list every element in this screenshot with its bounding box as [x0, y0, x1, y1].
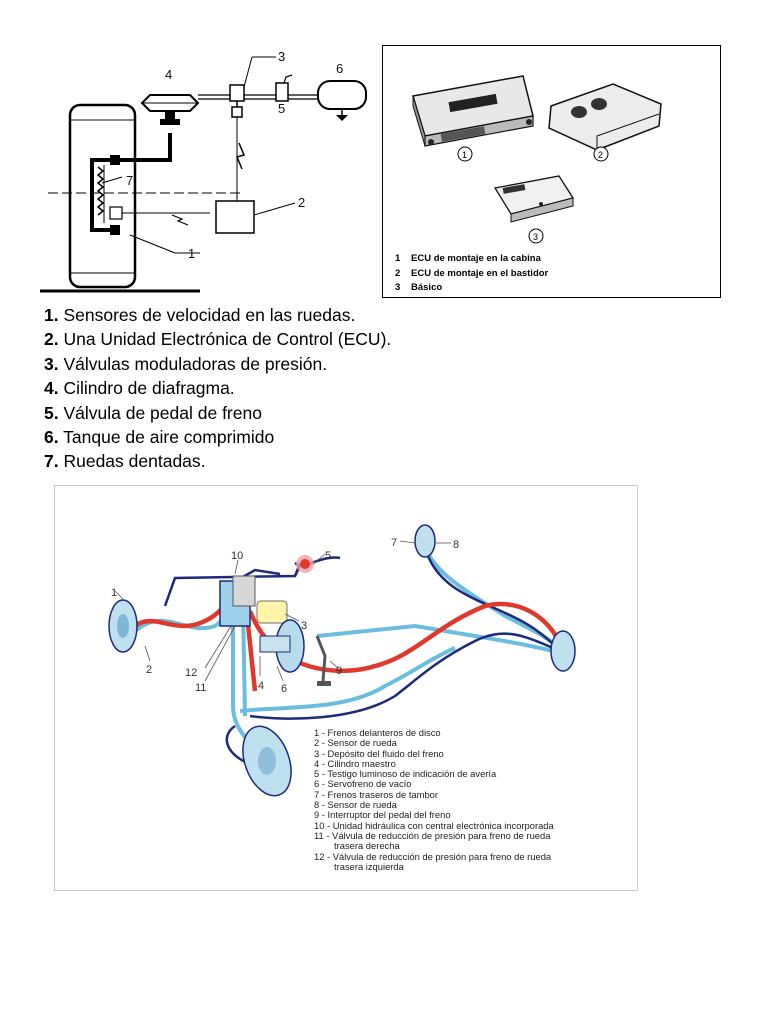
schem-label-7: 7: [126, 173, 133, 188]
abs-callout-6: 6: [281, 683, 287, 695]
abs-legend: 1 - Frenos delanteros de disco 2 - Senso…: [314, 727, 554, 872]
abs-legend-item: 11 - Válvula de reducción de presión par…: [314, 829, 551, 841]
ecu-cab-mount: [412, 75, 534, 147]
ecu-marker-1-circle: [457, 146, 473, 162]
abs-callout-7: 7: [391, 537, 397, 549]
schem-label-2: 2: [298, 195, 305, 210]
abs-legend-item: trasera izquierda: [334, 860, 404, 872]
abs-legend-item: 8 - Sensor de rueda: [314, 799, 397, 811]
abs-callout-9: 9: [336, 665, 342, 677]
component-item: 1. Sensores de velocidad en las ruedas.: [44, 305, 356, 325]
abs-illustration: 1 2 3 4 5 6 7 8 9 10 11 12: [108, 524, 576, 797]
abs-callout-4: 4: [258, 680, 264, 692]
component-item: 7. Ruedas dentadas.: [44, 451, 206, 472]
abs-callout-10: 10: [231, 550, 243, 562]
abs-callout-5: 5: [325, 550, 331, 562]
abs-callout-12: 12: [185, 667, 197, 679]
abs-legend-item: 9 - Interruptor del pedal del freno: [314, 809, 451, 821]
abs-callout-11: 11: [195, 682, 206, 694]
ecu-marker-2-circle: [593, 146, 609, 162]
schem-label-3: 3: [278, 49, 285, 64]
abs-legend-item: 12 - Válvula de reducción de presión par…: [314, 850, 552, 862]
abs-system-diagram: 1 2 3 4 5 6 7 8 9 10 11 12 1 - Frenos de…: [54, 485, 638, 891]
ecu-marker-1: 1: [462, 150, 467, 160]
ecu-illustrations: 1 2 3: [412, 75, 662, 244]
component-list: 1. Sensores de velocidad en las ruedas. …: [44, 303, 391, 474]
ecu-marker-3: 3: [533, 232, 538, 242]
schem-label-5: 5: [278, 101, 285, 116]
ecu-marker-2: 2: [598, 150, 603, 160]
component-item: 2. Una Unidad Electrónica de Control (EC…: [44, 329, 392, 350]
ecu-frame-mount: [548, 83, 662, 151]
abs-callout-1: 1: [111, 587, 117, 599]
abs-callout-2: 2: [146, 664, 152, 676]
abs-legend-item: 4 - Cilindro maestro: [314, 757, 396, 769]
ecu-marker-3-circle: [528, 228, 544, 244]
abs-legend-item: 6 - Servofreno de vacío: [314, 778, 412, 790]
abs-legend-item: 2 - Sensor de rueda: [314, 737, 397, 749]
abs-legend-item: 7 - Frenos traseros de tambor: [314, 788, 439, 800]
abs-callout-3: 3: [301, 620, 307, 632]
schem-label-4: 4: [165, 67, 172, 82]
abs-legend-item: 1 - Frenos delanteros de disco: [314, 727, 441, 738]
component-item: 6. Tanque de aire comprimido: [44, 427, 275, 448]
component-item: 3. Válvulas moduladoras de presión.: [44, 353, 328, 374]
component-item: 5. Válvula de pedal de freno: [44, 402, 262, 423]
schem-label-1: 1: [188, 246, 195, 261]
abs-legend-item: trasera derecha: [334, 840, 400, 852]
abs-callout-8: 8: [453, 539, 459, 551]
abs-legend-item: 3 - Depósito del fluido del freno: [314, 747, 444, 759]
component-item: 4. Cilindro de diafragma.: [44, 378, 235, 399]
ecu-basic: [493, 175, 575, 223]
air-brake-schematic: 1 2 3 4 5 6 7: [40, 49, 367, 293]
schem-label-6: 6: [336, 61, 343, 76]
abs-legend-item: 5 - Testigo luminoso de indicación de av…: [314, 768, 497, 780]
abs-legend-item: 10 - Unidad hidráulica con central elect…: [314, 819, 554, 831]
